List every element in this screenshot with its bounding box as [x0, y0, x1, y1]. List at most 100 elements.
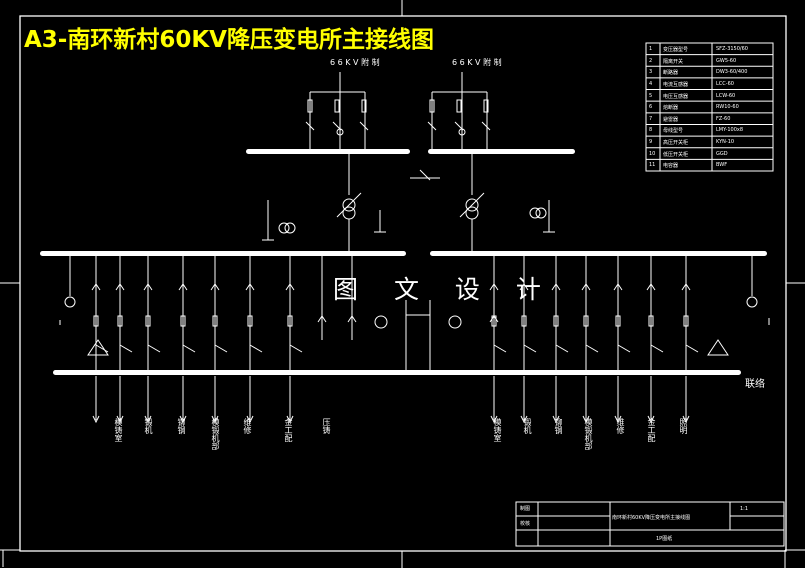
feeder-right-6-cable-switch: [650, 344, 664, 353]
feeder-left-3-breaker: [145, 315, 151, 327]
title-block-scale: 1:1: [740, 506, 749, 512]
feeder-left-4-breaker: [180, 315, 186, 327]
incoming-bay-right-breaker: [456, 99, 462, 113]
station-xfmr-2: [529, 207, 541, 219]
station-xfmr-2b: [535, 207, 547, 219]
station-xfmr-3: [64, 296, 76, 308]
hv-bus-left: [246, 149, 410, 154]
title-block-drawing-no: 1P图纸: [656, 536, 673, 542]
incoming-bay-right-switch: [427, 121, 437, 131]
incoming-line-right-label: 6 6 K V 附 制: [452, 58, 502, 67]
feeder-left-2-disconnector: [115, 283, 125, 291]
feeder-left-2-breaker: [117, 315, 123, 327]
feeder-left-1-cable-switch: [95, 344, 109, 353]
aux-bay-disconnector: [317, 315, 327, 323]
mv-bus-right: [430, 251, 767, 256]
feeder-right-3-disconnector: [551, 283, 561, 291]
incoming-bay-right-switch: [481, 121, 491, 131]
feeder-left-1-breaker: [93, 315, 99, 327]
feeder-left-2-arrow: [116, 415, 124, 424]
feeder-left-7-breaker: [287, 315, 293, 327]
feeder-right-7-cable-switch: [685, 344, 699, 353]
table-cell-spec: GGD: [716, 150, 728, 157]
feeder-left-3-disconnector: [143, 283, 153, 291]
bus-tie-label: 联络: [745, 379, 765, 390]
feeder-bus: [53, 370, 741, 375]
table-cell-name: 低压开关柜: [663, 151, 689, 158]
incoming-bay-right-breaker: [483, 99, 489, 113]
feeder-right-3-arrow: [552, 415, 560, 424]
feeder-left-2-cable-switch: [119, 344, 133, 353]
feeder-label-left-5: 维修: [243, 418, 252, 434]
table-cell-name: 电容器: [663, 163, 679, 170]
feeder-right-4-breaker: [583, 315, 589, 327]
feeder-right-5-disconnector: [613, 283, 623, 291]
feeder-left-6-disconnector: [245, 283, 255, 291]
feeder-left-6-cable-switch: [249, 344, 263, 353]
incoming-bay-left-switch: [305, 121, 315, 131]
feeder-label-right-7: 照明: [679, 418, 688, 434]
table-cell-name: 电流互感器: [663, 81, 689, 88]
table-cell-name: 电压互感器: [663, 93, 689, 100]
feeder-right-6-disconnector: [646, 283, 656, 291]
feeder-right-1-cable-switch: [493, 344, 507, 353]
incoming-bay-right-breaker: [429, 99, 435, 113]
feeder-right-5-breaker: [615, 315, 621, 327]
feeder-label-right-1: 模铸室: [493, 418, 502, 442]
feeder-left-3-cable-switch: [147, 344, 161, 353]
feeder-label-left-1: 模铸室: [114, 418, 123, 442]
table-cell-spec: GW5-60: [716, 57, 737, 64]
table-cell-no: 2: [649, 57, 653, 64]
table-cell-spec: BWF: [716, 162, 728, 169]
feeder-right-1-arrow: [490, 415, 498, 424]
table-cell-no: 1: [649, 46, 653, 52]
feeder-label-left-3: 铆钢: [177, 418, 186, 434]
feeder-label-left-7: 压铸: [322, 418, 331, 434]
feeder-left-5-disconnector: [210, 283, 220, 291]
feeder-left-6-breaker: [247, 315, 253, 327]
capacitor-bank-right: [707, 339, 729, 356]
table-cell-no: 9: [649, 139, 653, 146]
table-cell-name: 熔断器: [663, 105, 679, 112]
table-cell-name: 隔离开关: [663, 58, 684, 65]
table-cell-no: 8: [649, 127, 653, 134]
incoming-bay-right-ct: [458, 128, 466, 136]
table-cell-name: 避雷器: [663, 116, 679, 123]
table-cell-name: 变压器型号: [663, 47, 689, 53]
title-block-project: 南环新村60KV降压变电所主接线图: [612, 515, 691, 521]
feeder-right-5-cable-switch: [617, 344, 631, 353]
capacitor-bank-left: [87, 339, 109, 356]
feeder-right-2-cable-switch: [523, 344, 537, 353]
feeder-label-right-4: 模锻机部: [584, 418, 593, 450]
feeder-right-7-arrow: [682, 415, 690, 424]
feeder-left-4-cable-switch: [182, 344, 196, 353]
table-cell-spec: DW3-60/400: [716, 69, 748, 76]
feeder-left-1-disconnector: [91, 283, 101, 291]
table-cell-spec: LCW-60: [716, 92, 736, 99]
feeder-right-7-disconnector: [681, 283, 691, 291]
station-xfmr-1b: [284, 222, 296, 234]
table-cell-no: 3: [649, 69, 653, 76]
feeder-label-right-3: 铆钢: [554, 418, 563, 434]
table-cell-spec: SFZ-3150/60: [716, 46, 748, 52]
feeder-label-right-2: 锻机: [523, 418, 532, 434]
title-block-drawn: 制图: [520, 506, 531, 512]
feeder-right-2-breaker: [521, 315, 527, 327]
feeder-left-7-disconnector: [285, 283, 295, 291]
feeder-right-6-arrow: [647, 415, 655, 424]
main-transformer-2-winding-hv: [465, 198, 479, 212]
feeder-right-4-cable-switch: [585, 344, 599, 353]
feeder-left-4-disconnector: [178, 283, 188, 291]
feeder-right-3-breaker: [553, 315, 559, 327]
feeder-right-2-arrow: [520, 415, 528, 424]
table-cell-no: 7: [649, 115, 653, 122]
table-cell-spec: FZ-60: [716, 115, 731, 122]
aux-bay-disconnector: [489, 315, 499, 323]
feeder-left-4-arrow: [179, 415, 187, 424]
feeder-left-5-breaker: [212, 315, 218, 327]
incoming-bay-left-breaker: [361, 99, 367, 113]
station-xfmr-1: [278, 222, 290, 234]
feeder-label-left-2: 锻机: [144, 418, 153, 434]
